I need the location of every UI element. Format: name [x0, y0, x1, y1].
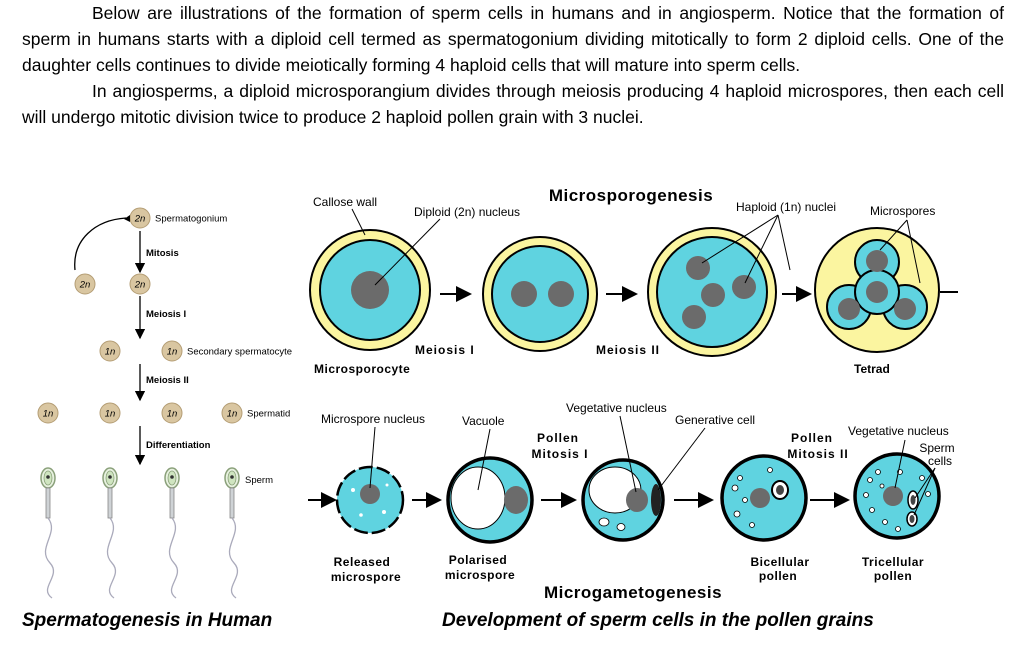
sperm-label: Sperm — [245, 475, 273, 486]
microsporocyte-label: Microsporocyte — [314, 362, 410, 376]
polarised-microspore-label: Polarised — [449, 553, 508, 567]
bicellular-pollen-label: Bicellular — [750, 555, 809, 569]
sperm-cells-label: cells — [928, 454, 952, 468]
pollen-mitosis2-label: Mitosis II — [787, 447, 848, 461]
tricellular-pollen-label: pollen — [874, 569, 912, 583]
ploidy-label: 2n — [134, 280, 146, 291]
meiosis2-label: Meiosis II — [146, 375, 189, 386]
vegetative-nucleus-label: Vegetative nucleus — [566, 401, 667, 415]
pollen-mitosis1-label: Mitosis I — [531, 447, 588, 461]
human-spermatogenesis: 2n Spermatogonium Mitosis 2n 2n Meiosis … — [37, 207, 292, 599]
microsporogenesis-title: Microsporogenesis — [549, 186, 713, 205]
diploid-nucleus-label: Diploid (2n) nucleus — [414, 205, 520, 219]
pollen-mitosis2-label: Pollen — [791, 431, 833, 445]
human-caption: Spermatogenesis in Human — [22, 610, 273, 631]
ploidy-label: 1n — [167, 347, 178, 358]
ploidy-label: 1n — [105, 409, 116, 420]
generative-cell-label: Generative cell — [675, 413, 755, 427]
microgametogenesis: Microspore nucleus Vacuole Vegetative nu… — [308, 401, 955, 602]
ploidy-label: 1n — [105, 347, 116, 358]
ploidy-label: 1n — [43, 409, 54, 420]
vegetative-nucleus2-label: Vegetative nucleus — [848, 424, 949, 438]
intro-text: Below are illustrations of the formation… — [22, 0, 1004, 130]
meiosis2-label: Meiosis II — [596, 343, 660, 357]
tetrad-label: Tetrad — [854, 362, 890, 376]
ploidy-label: 2n — [79, 280, 91, 291]
intro-paragraph-1: Below are illustrations of the formation… — [22, 3, 1004, 75]
sperm-cell — [224, 467, 240, 599]
differentiation-label: Differentiation — [146, 440, 211, 451]
sperm-cell — [40, 467, 56, 599]
polarised-microspore-label: microspore — [445, 568, 515, 582]
meiosis1-label: Meiosis I — [146, 309, 186, 320]
haploid-nuclei-label: Haploid (1n) nuclei — [736, 200, 836, 214]
secondary-spermatocyte-label: Secondary spermatocyte — [187, 347, 292, 358]
mitosis-label: Mitosis — [146, 248, 179, 259]
vacuole-label: Vacuole — [462, 414, 505, 428]
callose-wall-label: Callose wall — [313, 195, 377, 209]
spermatogonium-label: Spermatogonium — [155, 214, 227, 225]
spermatid-label: Spermatid — [247, 409, 290, 420]
sperm-cells-label: Sperm — [919, 441, 954, 455]
tricellular-pollen-label: Tricellular — [862, 555, 924, 569]
microspore-nucleus-label: Microspore nucleus — [321, 412, 425, 426]
released-microspore-label: Released — [334, 555, 391, 569]
sperm-cell — [102, 467, 118, 599]
ploidy-label: 2n — [134, 214, 146, 225]
plant-caption: Development of sperm cells in the pollen… — [442, 610, 874, 631]
sperm-cell — [164, 467, 180, 599]
bicellular-pollen-label: pollen — [759, 569, 797, 583]
ploidy-label: 1n — [167, 409, 178, 420]
microgametogenesis-title: Microgametogenesis — [544, 583, 722, 602]
curved-arrow — [74, 217, 127, 271]
intro-paragraph-2: In angiosperms, a diploid microsporangiu… — [22, 81, 1004, 127]
microspores-label: Microspores — [870, 204, 935, 218]
ploidy-label: 1n — [227, 409, 238, 420]
released-microspore-label: microspore — [331, 570, 401, 584]
microsporogenesis: Microsporogenesis Callose wall — [309, 186, 958, 376]
pollen-mitosis1-label: Pollen — [537, 431, 579, 445]
meiosis1-label: Meiosis I — [415, 343, 475, 357]
